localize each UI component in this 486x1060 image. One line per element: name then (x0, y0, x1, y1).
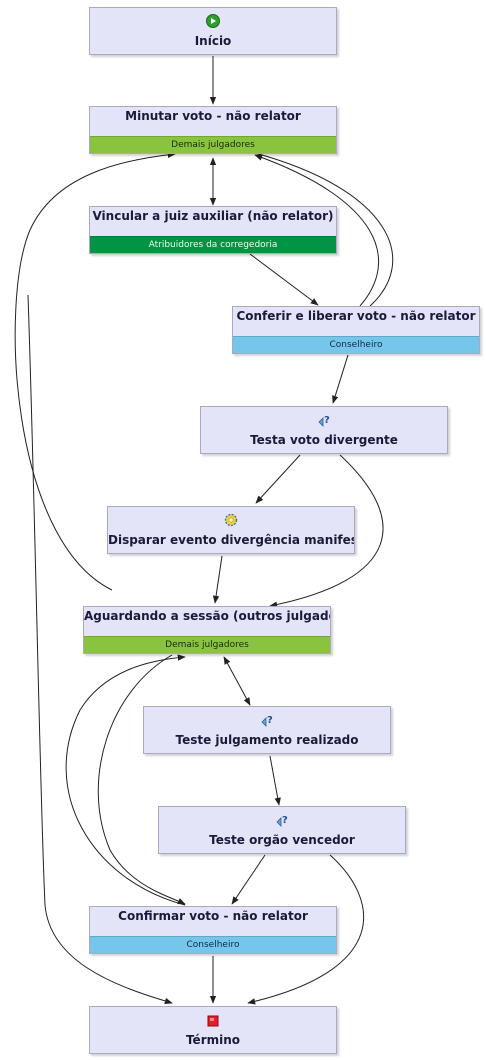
edge-conferir-testa (332, 354, 349, 404)
node-label: Confirmar voto - não relator (118, 909, 308, 923)
edge-testa-disparar (255, 454, 301, 504)
node-inicio[interactable]: Início (89, 7, 337, 55)
node-conferir-liberar[interactable]: Conferir e liberar voto - não relator Co… (232, 306, 480, 354)
edge-testa-aguardando (269, 454, 384, 608)
edge-testeorgao-termino (247, 854, 365, 1005)
node-label: Vincular a juiz auxiliar (não relator) (92, 209, 334, 223)
edge-testeorgao-confirmar (231, 854, 266, 905)
node-confirmar-voto[interactable]: Confirmar voto - não relator Conselheiro (89, 906, 337, 954)
end-icon (207, 1015, 219, 1027)
node-label: Aguardando a sessão (outros julgado... (84, 609, 330, 623)
event-gear-icon (224, 513, 238, 527)
edge-left-termino (27, 294, 173, 1005)
decision-icon: ? (261, 715, 273, 727)
swimlane-band: Conselheiro (233, 336, 479, 353)
node-termino[interactable]: Término (89, 1006, 337, 1054)
edge-conferir-minutar-a (254, 154, 380, 307)
node-vincular-juiz[interactable]: Vincular a juiz auxiliar (não relator) A… (89, 206, 337, 254)
node-label: Minutar voto - não relator (125, 109, 301, 123)
node-label: Conferir e liberar voto - não relator (236, 309, 476, 323)
decision-icon: ? (276, 815, 288, 827)
swimlane-band: Demais julgadores (90, 136, 336, 153)
edge-vincular-conferir (249, 253, 319, 306)
node-label: Teste orgão vencedor (209, 833, 355, 847)
edge-aguardando-testejulg (223, 656, 251, 706)
node-minutar-voto[interactable]: Minutar voto - não relator Demais julgad… (89, 106, 337, 154)
edge-confirmar-aguardando-a (65, 654, 186, 906)
node-label: Testa voto divergente (250, 433, 398, 447)
swimlane-band: Conselheiro (90, 936, 336, 953)
swimlane-band: Demais julgadores (84, 636, 330, 653)
swimlane-band: Atribuidores da corregedoria (90, 236, 336, 253)
node-disparar-evento[interactable]: Disparar evento divergência manifest... (107, 506, 355, 554)
node-teste-julgamento[interactable]: ? Teste julgamento realizado (143, 706, 391, 754)
edge-testejulg-testeorgao (269, 755, 281, 806)
svg-text:?: ? (282, 815, 288, 826)
svg-text:?: ? (324, 415, 330, 426)
edge-conferir-minutar-b (254, 152, 394, 307)
svg-text:?: ? (267, 715, 273, 726)
node-testa-voto[interactable]: ? Testa voto divergente (200, 406, 448, 454)
edge-confirmar-aguardando-b (97, 654, 186, 905)
node-teste-orgao[interactable]: ? Teste orgão vencedor (158, 806, 406, 854)
node-label: Disparar evento divergência manifest... (108, 533, 354, 547)
node-label: Início (194, 34, 232, 48)
node-aguardando-sessao[interactable]: Aguardando a sessão (outros julgado... D… (83, 606, 331, 654)
node-label: Teste julgamento realizado (175, 733, 359, 747)
start-icon (206, 14, 220, 28)
edge-disparar-aguardando (212, 555, 223, 604)
node-label: Término (185, 1033, 241, 1047)
edge-aguardando-minutar (14, 151, 176, 591)
decision-icon: ? (318, 415, 330, 427)
